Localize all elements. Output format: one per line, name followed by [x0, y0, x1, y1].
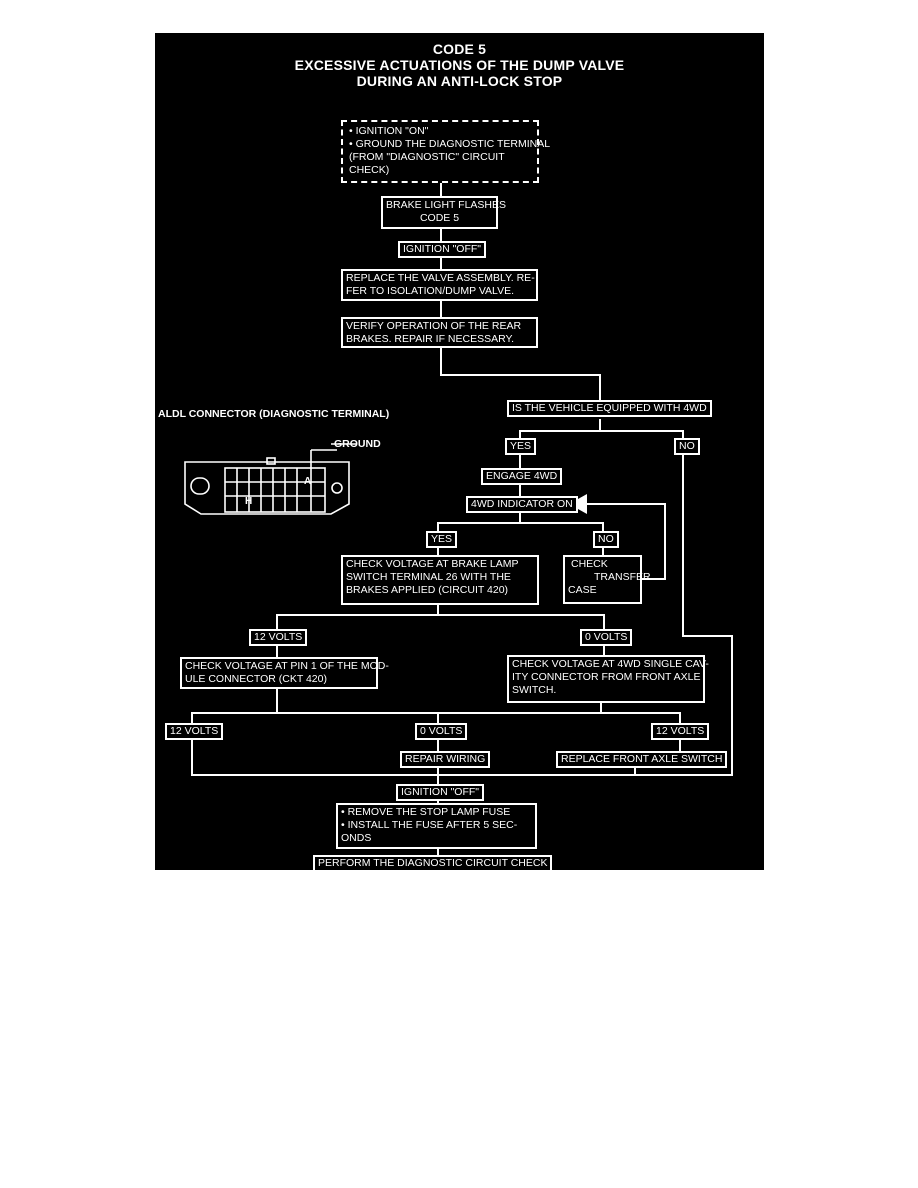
diagram-panel: CODE 5 EXCESSIVE ACTUATIONS OF THE DUMP …	[155, 33, 764, 872]
yes-box-1: YES	[505, 438, 537, 455]
engage-4wd-box: ENGAGE 4WD	[481, 468, 563, 485]
zero-volts-box-2: 0 VOLTS	[415, 723, 468, 740]
verify-rear-line-2: BRAKES. REPAIR IF NECESSARY.	[346, 333, 515, 345]
check-cavity-line-2: ITY CONNECTOR FROM FRONT AXLE	[512, 671, 701, 683]
pin-h-label: H	[245, 496, 253, 507]
no-box-1: NO	[674, 438, 700, 455]
brake-light-line-1: BRAKE LIGHT FLASHES	[386, 199, 507, 211]
remove-fuse-line-3: ONDS	[341, 832, 372, 844]
ignition-off-box-2: IGNITION "OFF"	[396, 784, 485, 801]
check-pin1-line-2: ULE CONNECTOR (CKT 420)	[185, 673, 327, 685]
replace-valve-line-2: FER TO ISOLATION/DUMP VALVE.	[346, 285, 515, 297]
start-line-2: • GROUND THE DIAGNOSTIC TERMINAL	[349, 138, 551, 150]
no-box-2: NO	[593, 531, 619, 548]
check-pin1-line-1: CHECK VOLTAGE AT PIN 1 OF THE MOD-	[185, 660, 389, 672]
diagram-title-line1: CODE 5	[432, 41, 487, 57]
check-pin1-box: CHECK VOLTAGE AT PIN 1 OF THE MOD- ULE C…	[180, 657, 389, 689]
zero-volts-box-1: 0 VOLTS	[580, 629, 633, 646]
twelve-volts-box-1: 12 VOLTS	[249, 629, 308, 646]
aldl-ground-label: GROUND	[334, 438, 381, 450]
check-cavity-line-3: SWITCH.	[512, 684, 557, 696]
start-line-1: • IGNITION "ON"	[349, 125, 429, 137]
perform-check-box: PERFORM THE DIAGNOSTIC CIRCUIT CHECK	[313, 855, 553, 872]
twelve-volts-box-3: 12 VOLTS	[651, 723, 710, 740]
check-brake-line-3: BRAKES APPLIED (CIRCUIT 420)	[346, 584, 509, 596]
arrowhead-icon	[569, 494, 587, 514]
diagram-title-line2: EXCESSIVE ACTUATIONS OF THE DUMP VALVE	[294, 57, 625, 73]
check-voltage-brake-box: CHECK VOLTAGE AT BRAKE LAMP SWITCH TERMI…	[341, 555, 539, 605]
flow-connector-lines	[191, 183, 733, 855]
pin-a-label: A	[304, 476, 312, 487]
start-instructions-box: • IGNITION "ON" • GROUND THE DIAGNOSTIC …	[341, 120, 551, 183]
ignition-off-box-1: IGNITION "OFF"	[398, 241, 487, 258]
check-transfer-line-3: CASE	[568, 584, 597, 596]
indicator-on-box: 4WD INDICATOR ON	[466, 496, 578, 513]
check-cavity-line-1: CHECK VOLTAGE AT 4WD SINGLE CAV-	[512, 658, 709, 670]
remove-fuse-line-2: • INSTALL THE FUSE AFTER 5 SEC-	[341, 819, 518, 831]
check-transfer-line-2: TRANSFER	[594, 571, 651, 583]
check-4wd-cavity-box: CHECK VOLTAGE AT 4WD SINGLE CAV- ITY CON…	[507, 655, 709, 703]
check-brake-line-2: SWITCH TERMINAL 26 WITH THE	[346, 571, 511, 583]
yes-box-2: YES	[426, 531, 458, 548]
repair-wiring-box: REPAIR WIRING	[400, 751, 491, 768]
aldl-connector-drawing	[184, 443, 357, 515]
brake-light-line-2: CODE 5	[419, 212, 460, 224]
verify-rear-line-1: VERIFY OPERATION OF THE REAR	[346, 320, 522, 332]
twelve-volts-box-2: 12 VOLTS	[165, 723, 224, 740]
check-transfer-line-1: CHECK	[571, 558, 608, 570]
verify-rear-brakes-box: VERIFY OPERATION OF THE REAR BRAKES. REP…	[341, 317, 538, 348]
check-transfer-box: CHECK TRANSFER CASE	[563, 555, 651, 604]
replace-front-axle-box: REPLACE FRONT AXLE SWITCH	[556, 751, 728, 768]
start-line-3: (FROM "DIAGNOSTIC" CIRCUIT	[349, 151, 505, 163]
remove-fuse-line-1: • REMOVE THE STOP LAMP FUSE	[341, 806, 511, 818]
replace-valve-box: REPLACE THE VALVE ASSEMBLY. RE- FER TO I…	[341, 269, 538, 301]
start-line-4: CHECK)	[349, 164, 390, 176]
question-4wd-box: IS THE VEHICLE EQUIPPED WITH 4WD	[507, 400, 712, 417]
remove-fuse-box: • REMOVE THE STOP LAMP FUSE • INSTALL TH…	[336, 803, 537, 849]
aldl-title: ALDL CONNECTOR (DIAGNOSTIC TERMINAL)	[158, 408, 390, 420]
diagram-title-line3: DURING AN ANTI-LOCK STOP	[356, 73, 563, 89]
replace-valve-line-1: REPLACE THE VALVE ASSEMBLY. RE-	[346, 272, 535, 284]
check-brake-line-1: CHECK VOLTAGE AT BRAKE LAMP	[346, 558, 519, 570]
brake-light-flashes-box: BRAKE LIGHT FLASHES CODE 5	[381, 196, 507, 229]
